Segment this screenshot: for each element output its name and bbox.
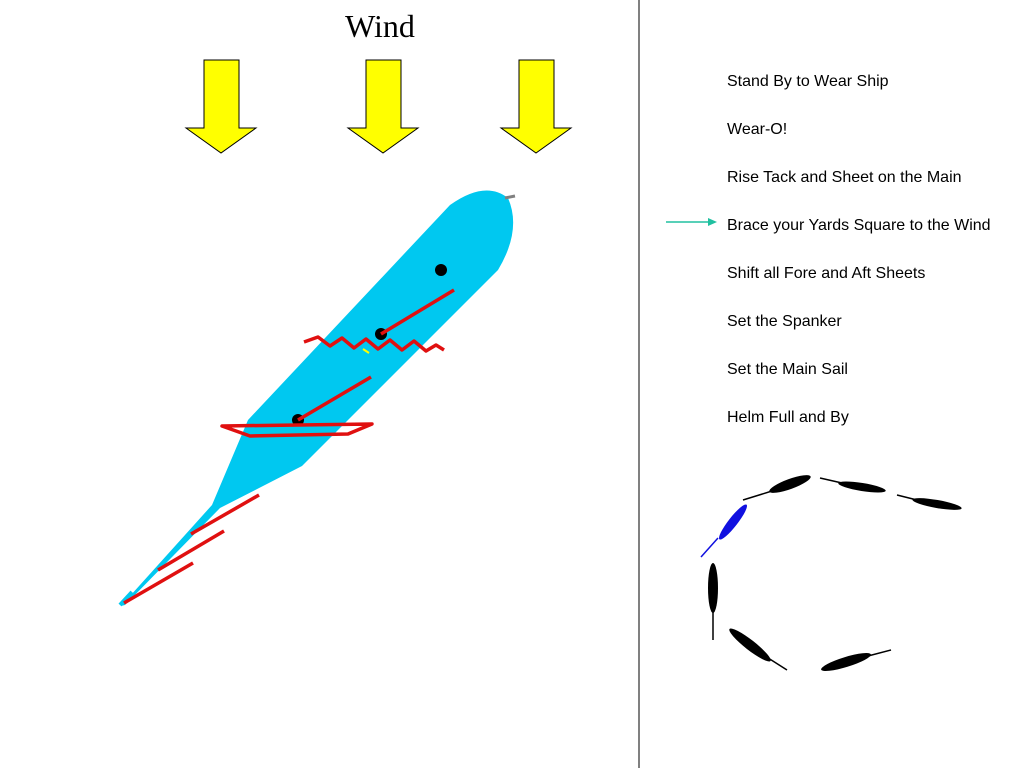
fore-boom: [297, 375, 372, 422]
mizzen-mast: [435, 264, 447, 276]
wind-arrow-icon: [346, 59, 420, 154]
command-step: Set the Spanker: [727, 313, 842, 330]
bowsprit-line: [118, 590, 134, 607]
wind-arrows: [184, 59, 573, 154]
command-list: Stand By to Wear Ship Wear-O! Rise Tack …: [727, 70, 1022, 454]
spanker-boom: [380, 288, 455, 336]
command-step-current: Brace your Yards Square to the Wind: [727, 217, 991, 234]
highlighted-ship-icon: [700, 504, 748, 558]
ship-icon: [742, 475, 811, 501]
ship-icon: [729, 628, 788, 671]
pointer-arrowhead: [708, 218, 717, 226]
command-step: Rise Tack and Sheet on the Main: [727, 169, 962, 186]
ship-diagram: [118, 190, 516, 607]
divider: [638, 0, 640, 768]
fore-yard: [220, 422, 374, 438]
wind-arrow-icon: [184, 59, 258, 154]
main-mast-mark: [362, 348, 370, 354]
current-step-pointer: [666, 218, 717, 226]
jib-sail-1: [190, 493, 260, 536]
bow-tip: [504, 194, 516, 200]
command-step: Shift all Fore and Aft Sheets: [727, 265, 926, 282]
command-step: Helm Full and By: [727, 409, 849, 426]
ship-hull: [121, 190, 514, 606]
jib-sail-3: [123, 561, 194, 605]
wind-arrow-icon: [499, 59, 573, 154]
ship-icon: [819, 477, 886, 493]
command-step: Wear-O!: [727, 121, 788, 138]
jib-sail-2: [157, 529, 225, 572]
main-sail-luffing: [303, 335, 445, 353]
maneuver-circle: [700, 475, 962, 671]
ship-icon: [821, 649, 892, 671]
ship-icon: [708, 563, 718, 640]
ship-icon: [896, 494, 962, 510]
wind-label: Wind: [345, 8, 415, 44]
command-step: Set the Main Sail: [727, 361, 848, 378]
command-step: Stand By to Wear Ship: [727, 73, 889, 90]
